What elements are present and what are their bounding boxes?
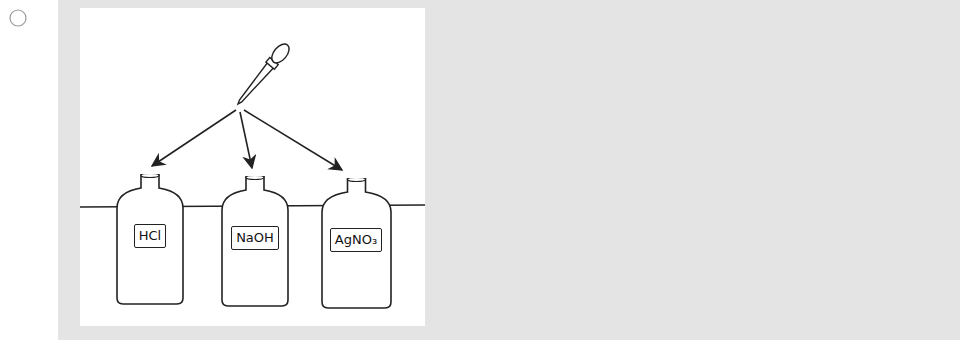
picture-frame — [80, 8, 425, 326]
arrow — [152, 110, 236, 166]
grey-panel — [58, 0, 960, 340]
radio-button — [10, 10, 26, 26]
bottle-label: HCl — [134, 224, 166, 248]
bottle-label: AgNO₃ — [330, 228, 382, 252]
dropper — [233, 41, 292, 108]
reagent-bottle: NaOH — [219, 176, 291, 308]
reagent-bottle: HCl — [114, 174, 186, 306]
bottle-mouth — [347, 178, 365, 182]
arrow — [244, 110, 342, 170]
bottle-mouth — [246, 176, 264, 180]
bottle-body — [222, 176, 288, 306]
reagent-bottle: AgNO₃ — [319, 178, 394, 310]
bottle-body — [322, 178, 391, 308]
bottle-label: NaOH — [231, 226, 279, 250]
bottle-body — [117, 174, 183, 304]
bottle-mouth — [141, 174, 159, 178]
arrow — [240, 112, 252, 168]
